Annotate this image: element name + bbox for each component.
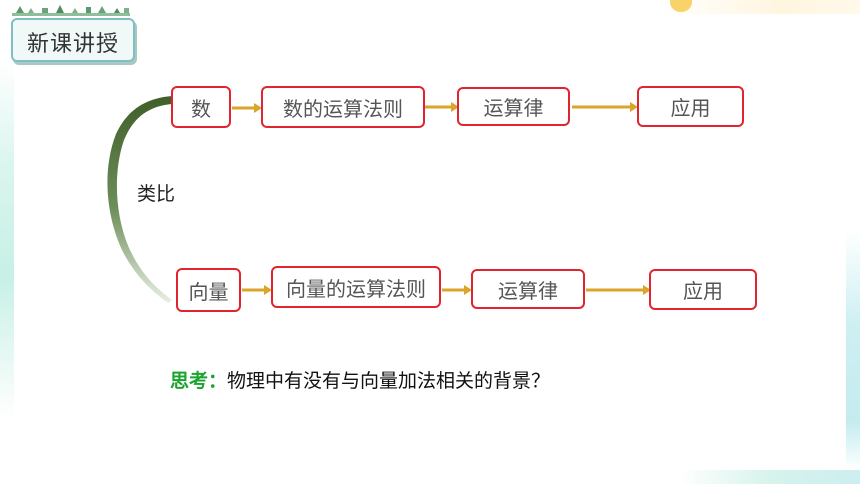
section-title-badge: 新课讲授 <box>11 18 135 62</box>
flow-box-vector: 向量 <box>176 268 241 312</box>
background-bottom-strip <box>680 470 860 484</box>
arrowhead-6 <box>643 285 651 295</box>
arrowhead-3 <box>630 102 638 112</box>
flow-box-vector-operation-rules: 向量的运算法则 <box>271 266 441 308</box>
flow-box-operation-laws-1: 运算律 <box>457 87 570 126</box>
background-left-strip <box>0 60 14 420</box>
think-keyword: 思考： <box>170 370 228 392</box>
arrowhead-5 <box>464 285 472 295</box>
flow-box-application-2: 应用 <box>649 269 757 310</box>
flow-box-number: 数 <box>171 86 231 128</box>
flow-box-application-1: 应用 <box>637 86 744 127</box>
landscape-decoration <box>12 5 130 16</box>
section-title: 新课讲授 <box>26 32 119 57</box>
analogy-curve <box>107 96 172 303</box>
think-question: 思考：物理中有没有与向量加法相关的背景？ <box>170 366 550 393</box>
background-top-strip <box>660 0 860 14</box>
flow-box-operation-laws-2: 运算律 <box>471 269 585 309</box>
analogy-label: 类比 <box>137 183 176 205</box>
arrowhead-1 <box>254 103 262 113</box>
sun-decoration <box>670 0 692 12</box>
think-text: 物理中有没有与向量加法相关的背景？ <box>227 370 551 392</box>
flow-box-number-operation-rules: 数的运算法则 <box>261 86 425 128</box>
background-right-strip <box>846 230 860 470</box>
arrowhead-2 <box>451 102 459 112</box>
arrowhead-4 <box>264 285 272 295</box>
